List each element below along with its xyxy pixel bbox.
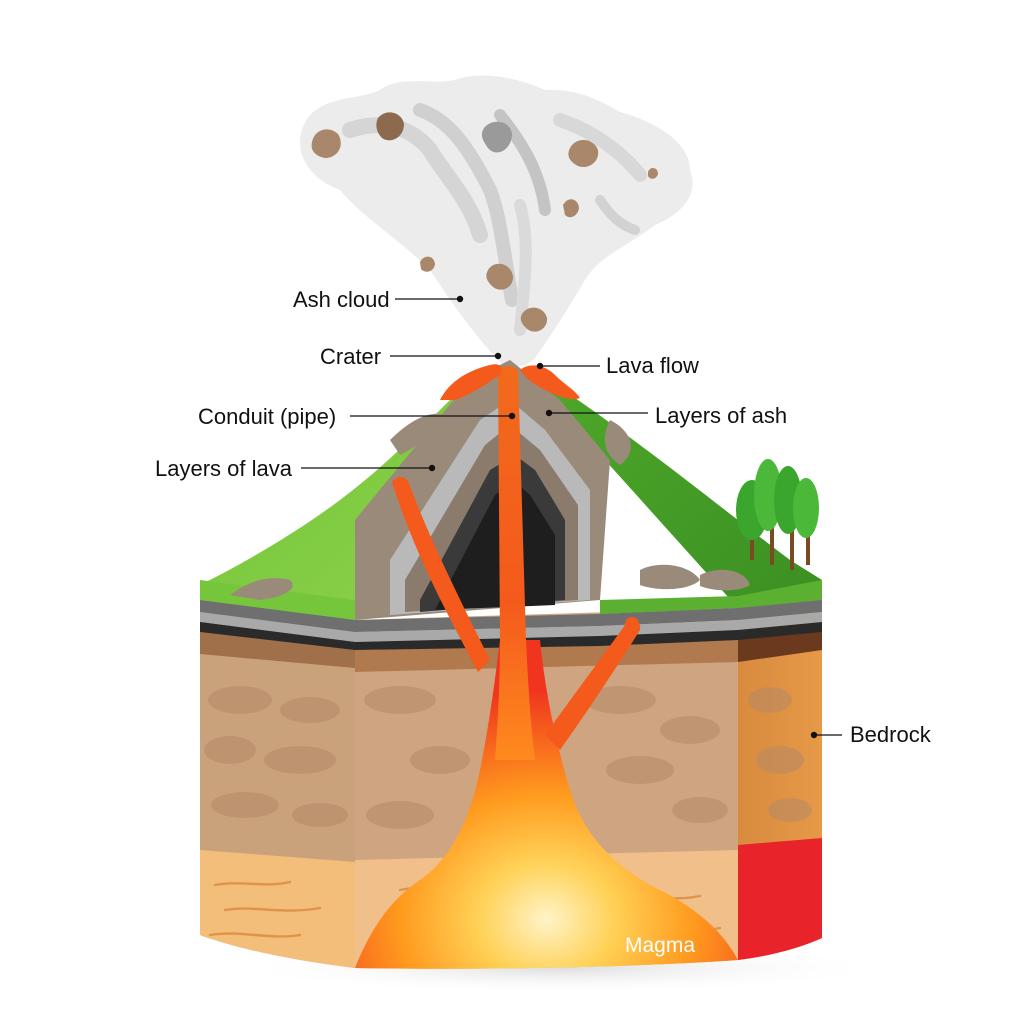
bedrock-right-face: [738, 600, 822, 960]
label-bedrock: Bedrock: [810, 722, 932, 747]
svg-text:Crater: Crater: [320, 344, 381, 369]
bedrock-left-face: [200, 600, 355, 968]
label-conduit: Conduit (pipe): [198, 404, 516, 429]
label-layers-of-ash: Layers of ash: [545, 403, 787, 428]
lava-dike-left: [392, 477, 490, 672]
bedrock-stones: [204, 686, 812, 829]
label-magma: Magma: [625, 934, 695, 957]
ash-rock: [311, 129, 341, 158]
ash-rock: [648, 168, 658, 179]
ash-patches: [230, 413, 750, 600]
ash-rock: [376, 112, 404, 141]
svg-text:Lava flow: Lava flow: [606, 353, 699, 378]
svg-text:Bedrock: Bedrock: [850, 722, 932, 747]
magma-chamber: [355, 640, 738, 969]
ash-rock: [520, 307, 548, 332]
surface-strata: [200, 600, 822, 650]
svg-text:Conduit (pipe): Conduit (pipe): [198, 404, 336, 429]
crater-lava: [440, 364, 502, 400]
trees: [736, 459, 819, 570]
svg-text:Magma: Magma: [625, 934, 695, 957]
lava-flow: [520, 365, 580, 400]
ash-rock: [486, 263, 514, 290]
ash-rock: [568, 139, 599, 168]
grass-surface-right: [600, 580, 822, 614]
ash-rock: [563, 199, 579, 218]
ash-cloud: [300, 75, 693, 367]
conduit-pipe: [495, 366, 535, 760]
svg-text:Layers of lava: Layers of lava: [155, 456, 293, 481]
label-crater: Crater: [320, 344, 502, 369]
svg-text:Ash cloud: Ash cloud: [293, 287, 390, 312]
label-lava-flow: Lava flow: [536, 353, 699, 378]
svg-text:Layers of ash: Layers of ash: [655, 403, 787, 428]
label-ash-cloud: Ash cloud: [293, 287, 464, 312]
label-layers-of-lava: Layers of lava: [155, 456, 436, 481]
lava-dike-right: [545, 619, 641, 750]
ash-rock: [420, 256, 435, 272]
lava-dike-right-tip: [625, 617, 639, 631]
ash-rock: [481, 121, 512, 153]
tree-crown: [793, 478, 819, 538]
tree-crown: [754, 459, 782, 531]
grass-slope-left: [200, 375, 480, 620]
